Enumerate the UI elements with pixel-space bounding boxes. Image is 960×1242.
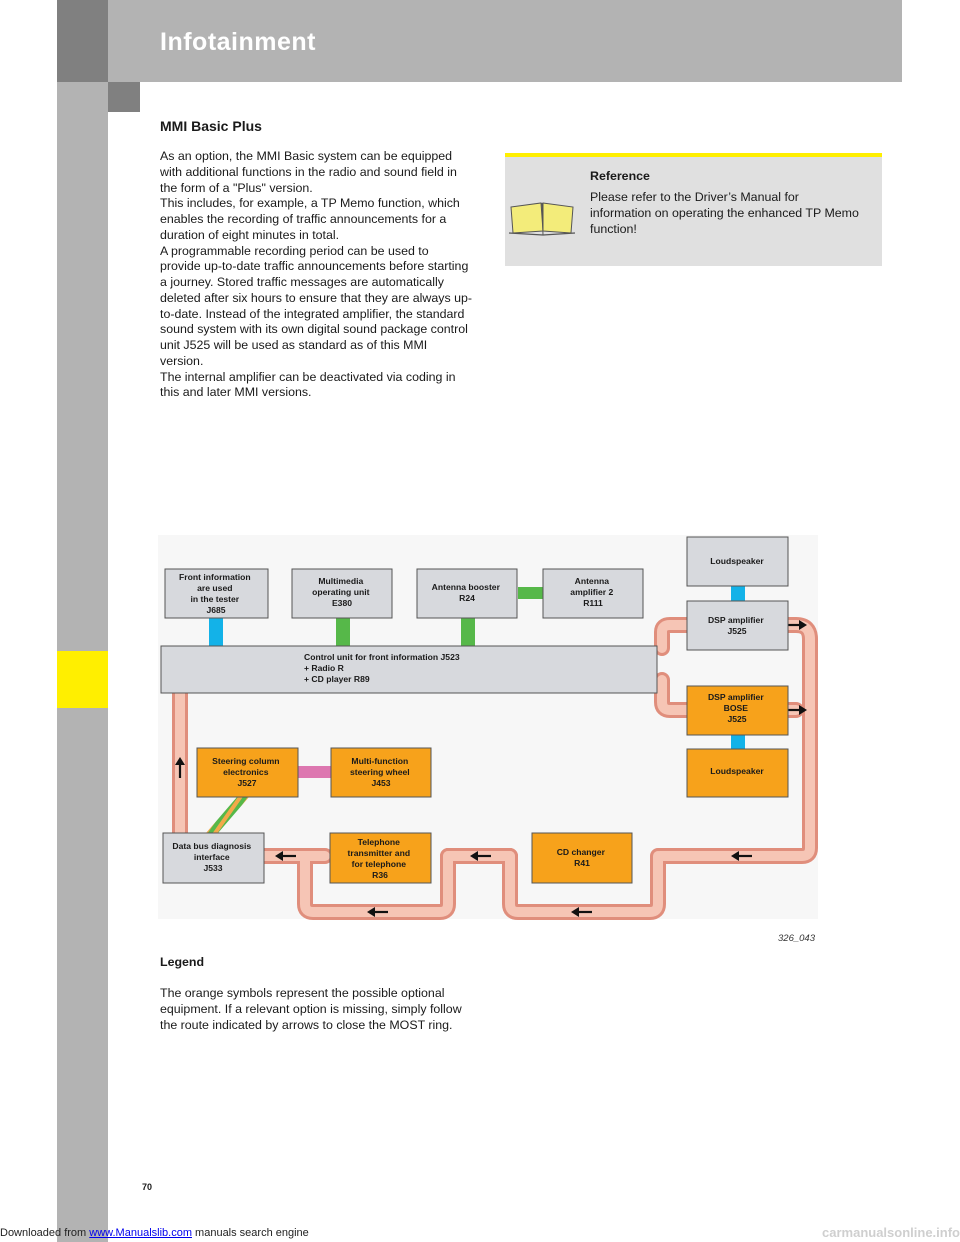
- figure-id: 326_043: [778, 933, 815, 944]
- svg-text:Control unit for front informa: Control unit for front information J523 …: [304, 652, 462, 684]
- box-antenna-amplifier-2: Antenna amplifier 2 R111: [542, 568, 644, 619]
- box-loudspeaker-bottom: Loudspeaker: [686, 748, 789, 798]
- box-control-unit: Control unit for front information J523 …: [160, 645, 658, 694]
- box-antenna-booster: Antenna booster R24: [416, 568, 518, 619]
- legend-text: The orange symbols represent the possibl…: [160, 986, 462, 1032]
- reference-text: Please refer to the Driver’s Manual for …: [590, 190, 859, 236]
- body-paragraph: A programmable recording period can be u…: [160, 243, 473, 368]
- box-steering-column: Steering column electronics J527: [196, 747, 299, 798]
- box-data-bus-diagnosis: Data bus diagnosis interface J533: [162, 832, 265, 884]
- svg-text:DSP amplifier BOSE: DSP amplifier BOSE J525: [708, 692, 766, 724]
- link-green: [461, 618, 475, 646]
- section-title: MMI Basic Plus: [160, 118, 262, 134]
- box-multimedia-unit: Multimedia operating unit E380: [291, 568, 393, 619]
- body-text: As an option, the MMI Basic system can b…: [160, 149, 472, 401]
- svg-text:Steering column electron: Steering column electronics J527: [212, 756, 282, 788]
- footer-prefix: Downloaded from: [0, 1227, 87, 1239]
- box-dsp-amplifier-bose: DSP amplifier BOSE J525: [686, 685, 789, 736]
- svg-text:Loudspeaker: Loudspeaker: [710, 766, 764, 776]
- footer-suffix: manuals search engine: [195, 1227, 309, 1239]
- svg-text:Data bus diagnosis inter: Data bus diagnosis interface J533: [172, 841, 253, 873]
- body-paragraph: This includes, for example, a TP Memo fu…: [160, 196, 460, 242]
- link-pink: [298, 766, 331, 778]
- link-green: [336, 618, 350, 646]
- legend-title: Legend: [160, 955, 205, 969]
- box-front-info-tester: Front information are used in the tester…: [164, 568, 269, 619]
- link-blue: [731, 586, 745, 601]
- svg-text:Telephone transmitter an: Telephone transmitter and for telephone …: [348, 837, 413, 880]
- svg-text:CD changer R41: CD changer R41: [557, 847, 608, 868]
- ring-direction-arrows: [175, 620, 807, 917]
- footer-link[interactable]: www.Manualslib.com: [89, 1227, 192, 1239]
- page-number: 70: [142, 1182, 153, 1192]
- header-corner-square: [108, 82, 140, 112]
- box-cd-changer: CD changer R41: [531, 832, 633, 884]
- box-loudspeaker-top: Loudspeaker: [686, 536, 789, 587]
- side-yellow-marker: [57, 651, 108, 708]
- svg-text:Multi-function steering: Multi-function steering wheel J453: [350, 756, 412, 788]
- svg-text:Antenna booster R24: Antenna booster R24: [432, 582, 503, 603]
- body-paragraph: The internal amplifier can be deactivate…: [160, 369, 456, 400]
- page-header-title: Infotainment: [160, 28, 316, 56]
- box-mf-steering-wheel: Multi-function steering wheel J453: [330, 747, 432, 798]
- arrow-icon: [470, 851, 491, 861]
- download-footer: Downloaded from www.Manualslib.com manua…: [0, 1227, 309, 1239]
- body-paragraph: As an option, the MMI Basic system can b…: [160, 149, 457, 195]
- arrow-icon: [571, 907, 592, 917]
- header-band: [108, 0, 902, 82]
- arrow-icon: [367, 907, 388, 917]
- link-striped: [206, 797, 249, 833]
- svg-text:Loudspeaker: Loudspeaker: [710, 556, 764, 566]
- side-strip-top-block: [57, 0, 108, 82]
- arrow-icon: [275, 851, 296, 861]
- link-green: [518, 587, 544, 599]
- footer-watermark: carmanualsonline.info: [822, 1225, 960, 1240]
- arrow-icon: [175, 757, 185, 778]
- svg-text:DSP amplifier J525: DSP amplifier J525: [708, 615, 766, 636]
- box-dsp-amplifier: DSP amplifier J525: [686, 600, 789, 651]
- svg-text:Antenna amplifier 2: Antenna amplifier 2 R111: [570, 576, 615, 608]
- side-strip: [57, 0, 108, 1242]
- link-blue: [209, 618, 223, 646]
- arrow-icon: [731, 851, 752, 861]
- box-telephone: Telephone transmitter and for telephone …: [329, 832, 432, 884]
- link-blue: [731, 735, 745, 749]
- reference-title: Reference: [590, 169, 650, 183]
- open-book-icon: [508, 202, 576, 236]
- svg-text:Multimedia operating uni: Multimedia operating unit E380: [312, 576, 372, 608]
- svg-text:Front information are us: Front information are used in the tester…: [179, 572, 253, 615]
